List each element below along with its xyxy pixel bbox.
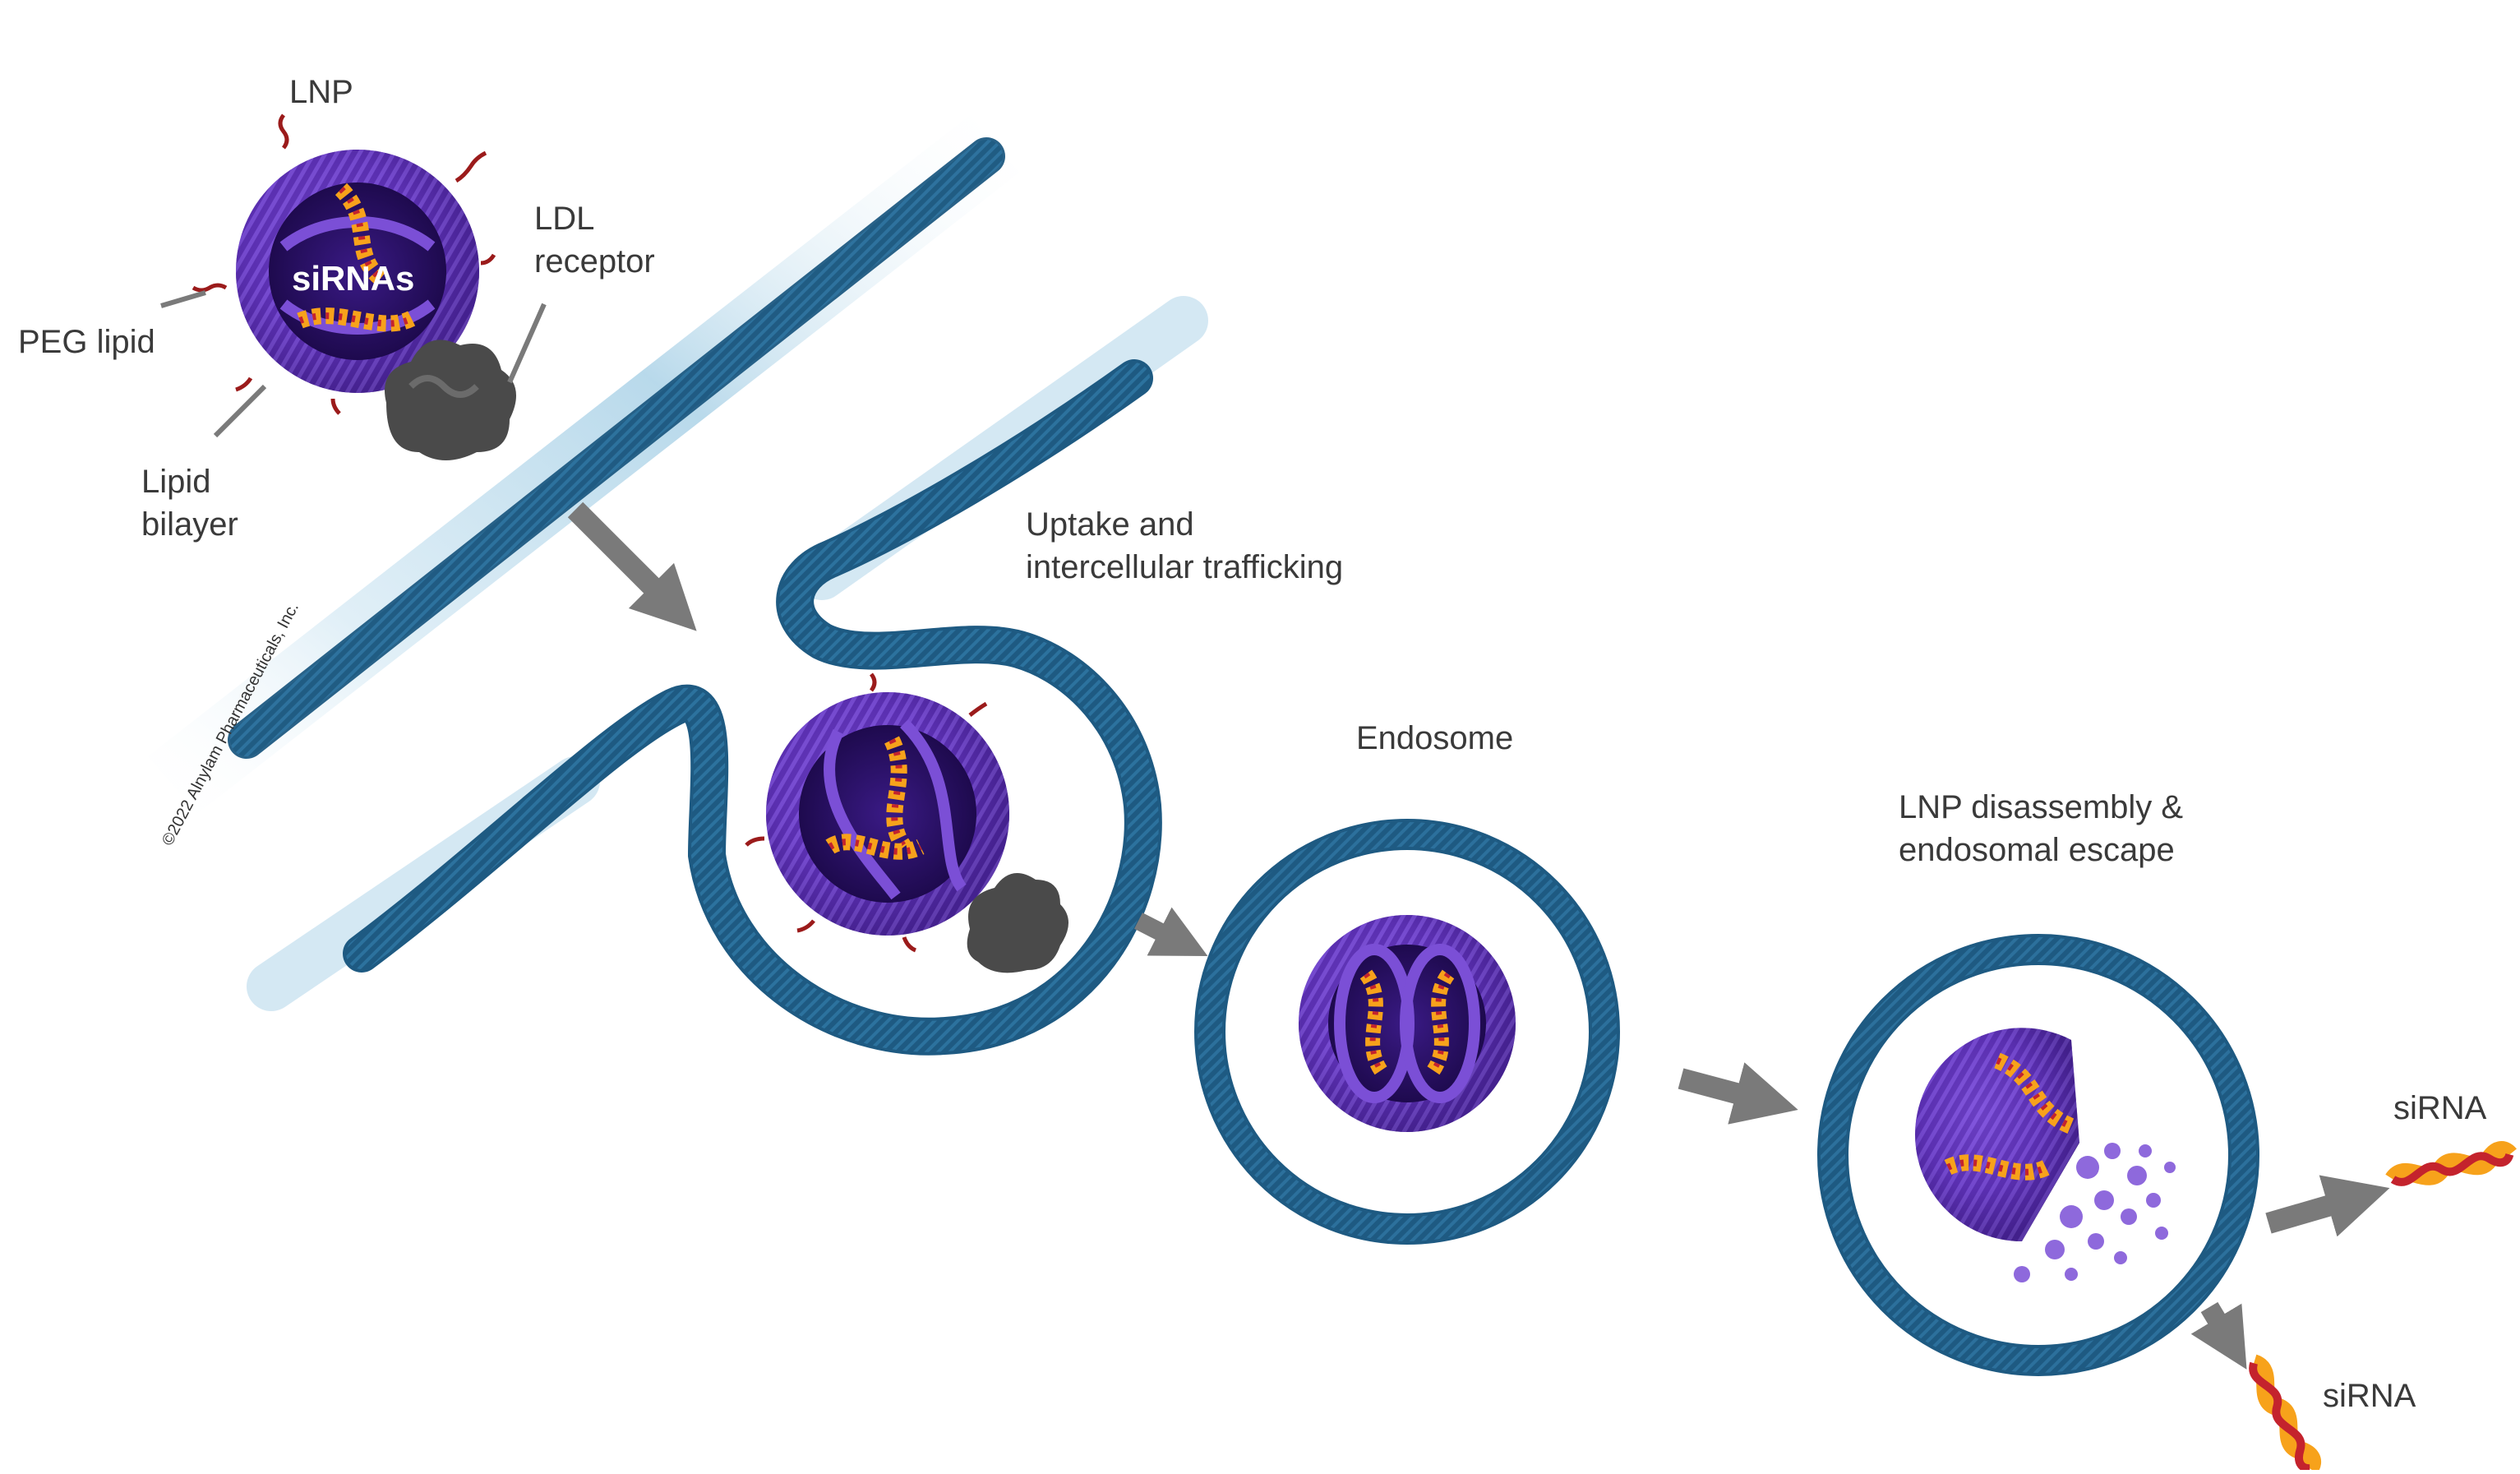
endosome-label: Endosome [1356,717,1513,760]
arrow-to-sirna-bottom [2209,1307,2232,1344]
lnp-disassembling [1915,1028,2176,1282]
sirna-free-bottom [2249,1361,2315,1470]
ldl-receptor-label: LDL receptor [534,197,655,283]
sirnas-label: siRNAs [292,259,414,298]
arrow-to-sirna-right [2268,1197,2359,1223]
lnp-particle-3 [1299,915,1516,1132]
disassembly-label: LNP disassembly & endosomal escape [1899,786,2183,871]
arrow-uptake [575,510,674,608]
sirna-free-right [2392,1148,2511,1185]
peg-lipid-label: PEG lipid [18,321,155,363]
arrow-to-endosome [1138,921,1184,944]
lipid-bilayer-label: Lipid bilayer [141,460,238,546]
lnp-label: LNP [289,71,353,113]
arrow-to-escape [1681,1079,1767,1102]
sirna-bottom-label: siRNA [2323,1375,2416,1417]
sirna-right-label: siRNA [2393,1087,2486,1130]
uptake-label: Uptake and intercellular trafficking [1026,503,1343,589]
